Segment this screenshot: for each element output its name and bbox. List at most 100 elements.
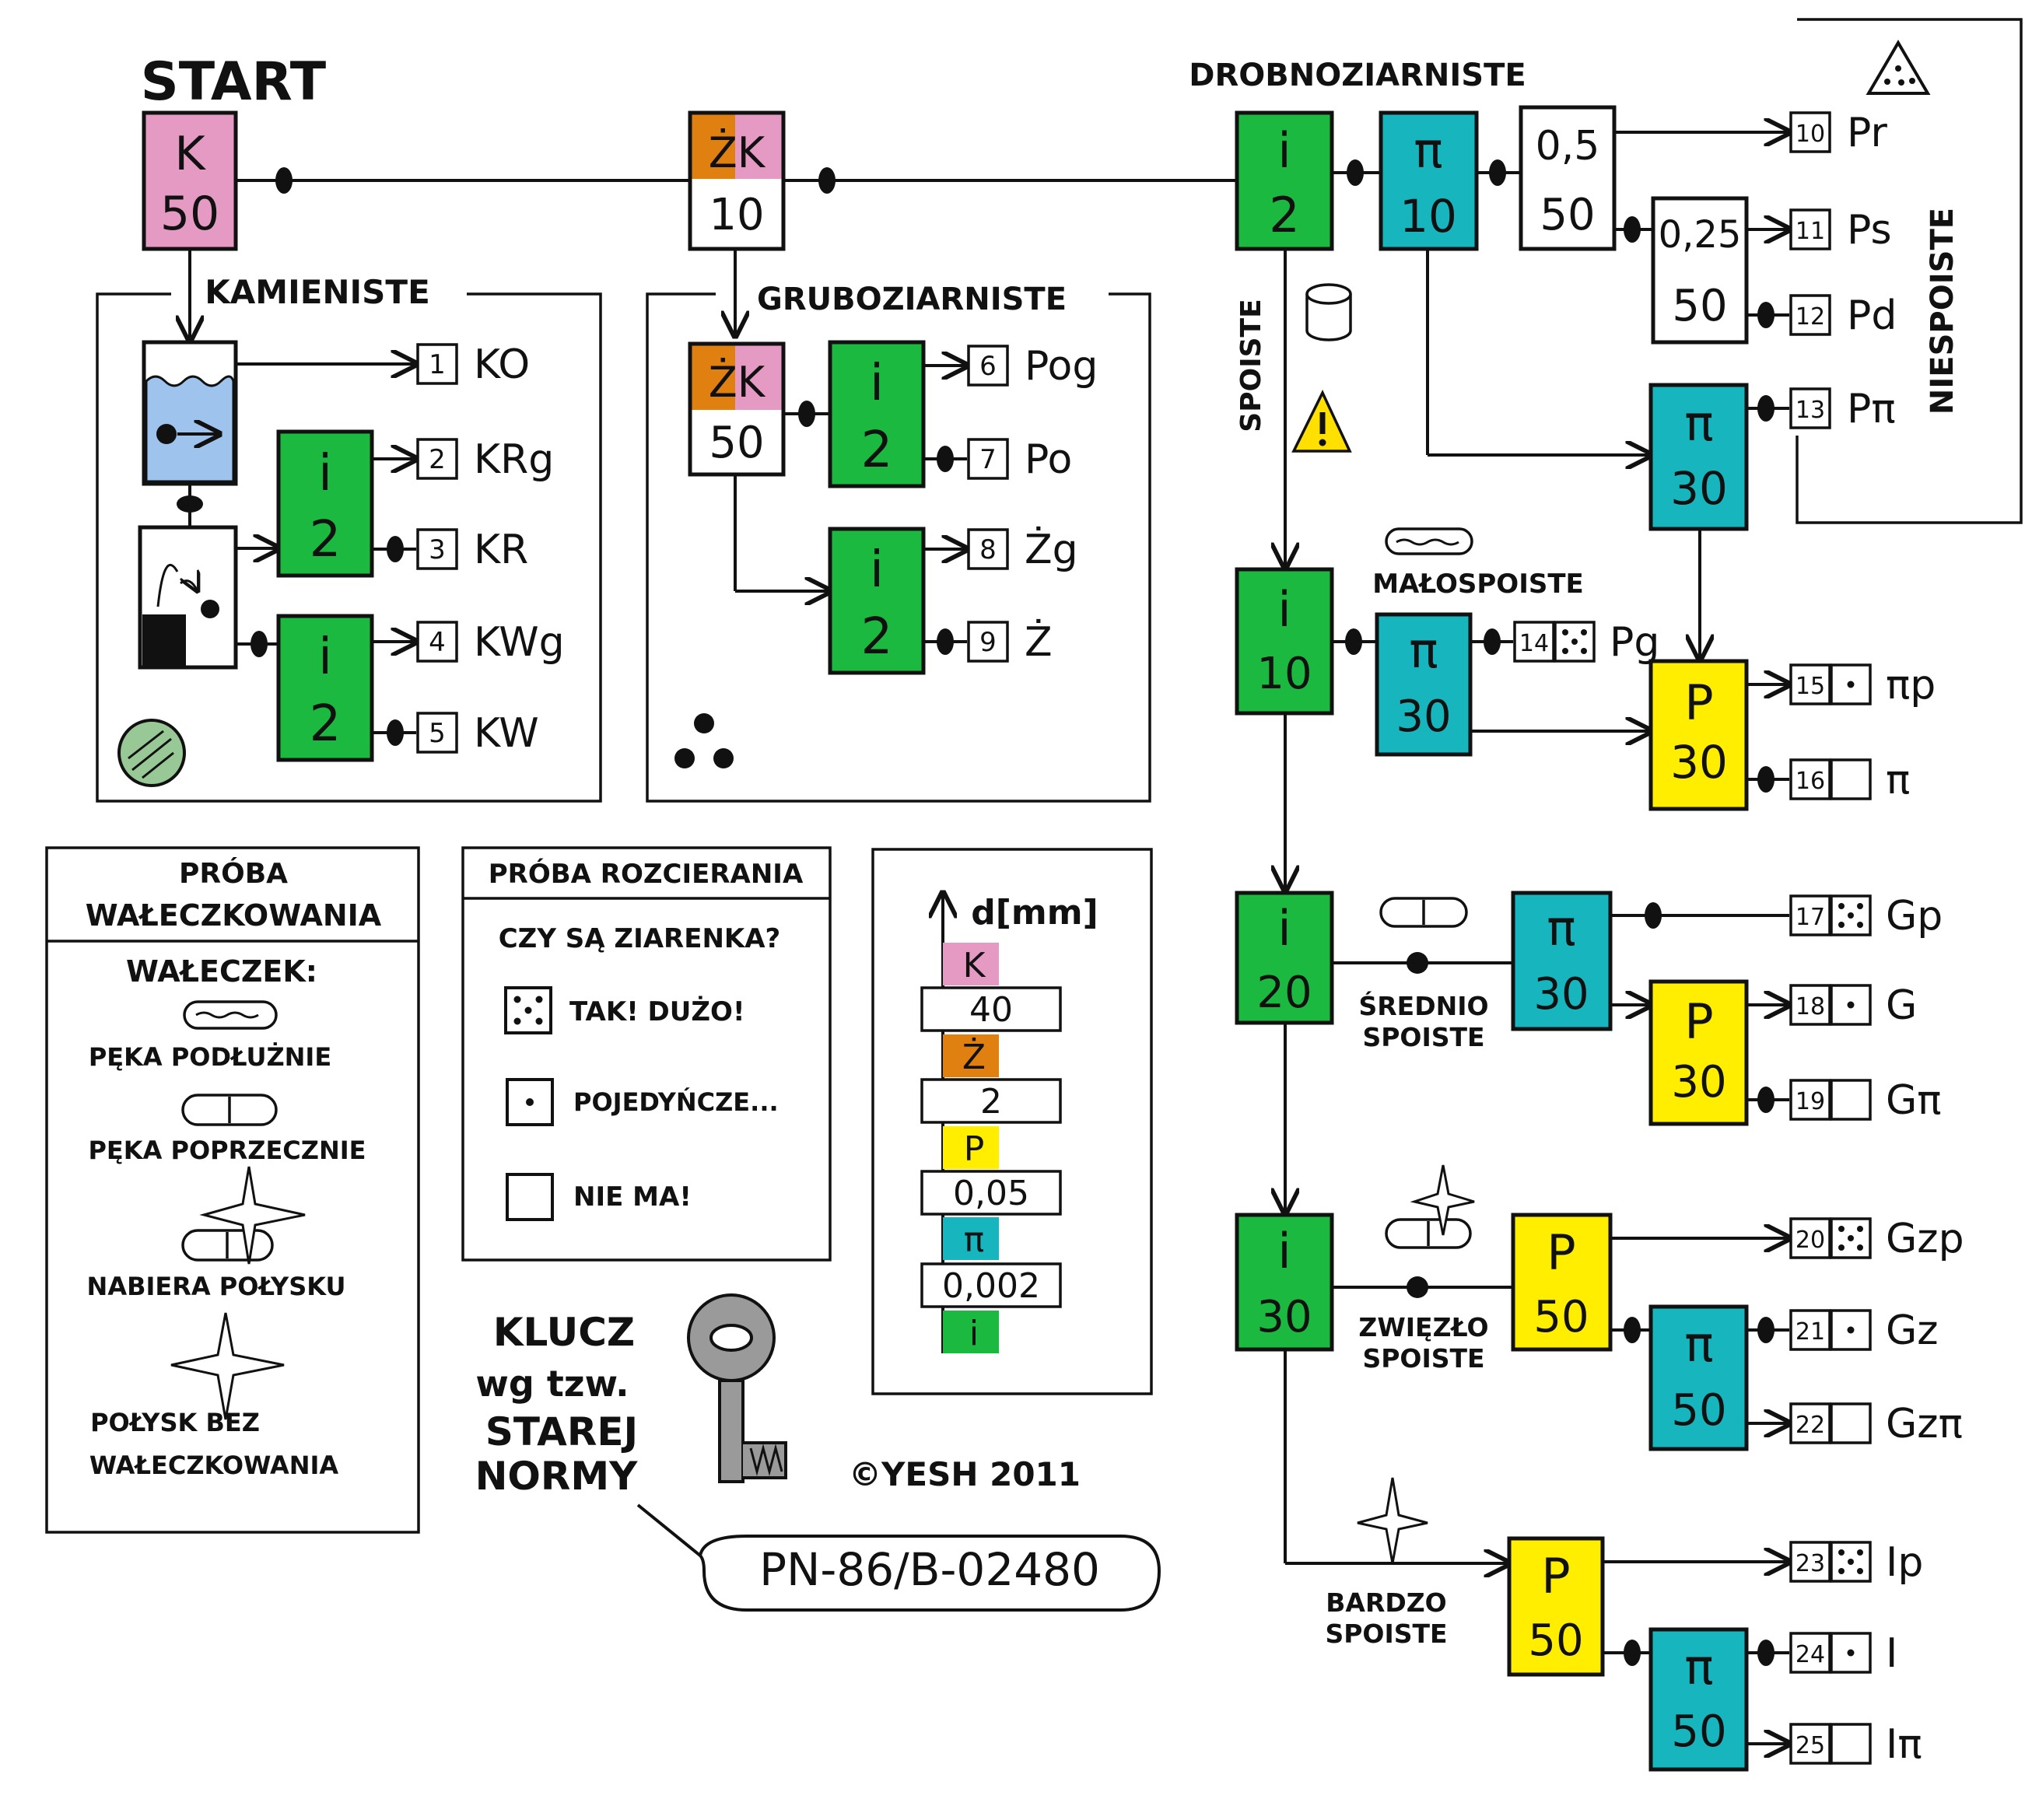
zk50-letter: ŻK [709, 358, 766, 407]
pi50a-bg [1648, 1304, 1749, 1451]
grain-dot [1562, 629, 1568, 635]
pi50a-letter: π [1684, 1316, 1713, 1373]
norm-speech-bubble: PN-86/B-02480 [636, 1503, 1161, 1612]
i30-number: 30 [1256, 1292, 1312, 1342]
i2a-box: i 2 [276, 429, 374, 578]
start-box-letter: K [174, 127, 206, 181]
pi30c-letter: π [1547, 900, 1575, 957]
i10-letter: i [1277, 581, 1291, 638]
key-line4: NORMY [475, 1454, 639, 1499]
scale-threshold-value: 40 [969, 990, 1013, 1030]
start-title: START [141, 51, 327, 113]
output-number-box [1789, 1217, 1831, 1259]
output-label: Żg [1025, 526, 1078, 573]
output-number-box [1513, 621, 1555, 663]
grain-dot [1857, 1244, 1863, 1251]
output-number-box [1789, 1402, 1831, 1444]
warning-icon [1291, 389, 1352, 453]
output-label: Iπ [1886, 1721, 1922, 1768]
scale-band-letter: i [969, 1314, 979, 1353]
p50a-bg [1511, 1213, 1613, 1352]
legend-roll-transverse-icon [181, 1094, 278, 1126]
branch-dot [1757, 766, 1774, 793]
grain-dot [1857, 1568, 1863, 1574]
grain-dot [1848, 912, 1854, 919]
pi30b-bg [1375, 612, 1473, 757]
norm-code: PN-86/B-02480 [759, 1543, 1100, 1596]
pebble-icon [117, 719, 186, 787]
zk50-number: 50 [709, 418, 764, 468]
gruboziarniste-frame [646, 292, 1151, 803]
output-number: 21 [1796, 1318, 1825, 1346]
section-niespoiste: NIESPOISTE [1925, 208, 1960, 415]
pi30c-number: 30 [1533, 969, 1589, 1020]
output-label: Ż [1025, 618, 1053, 666]
i2c-box: i 2 [828, 340, 926, 488]
section-gruboziarniste: GRUBOZIARNISTE [757, 282, 1067, 317]
section-kamieniste: KAMIENISTE [205, 273, 430, 311]
pi30b-box: π 30 [1375, 612, 1473, 757]
i2a-number: 2 [310, 511, 342, 569]
p50a-number: 50 [1533, 1292, 1589, 1342]
output-number: 22 [1796, 1412, 1825, 1439]
legend-roll-longitudinal-icon [183, 1000, 278, 1030]
rolling-item-transverse: PĘKA POPRZECZNIE [88, 1136, 366, 1165]
output-number-box [967, 438, 1009, 480]
section-malospoiste: MAŁOSPOISTE [1372, 569, 1584, 600]
rolling-item-shine-line2: WAŁECZKOWANIA [89, 1451, 339, 1480]
pi30c-box: π 30 [1511, 891, 1613, 1031]
pi30b-number: 30 [1396, 691, 1451, 742]
output-number: 20 [1796, 1227, 1825, 1254]
pi50a-number: 50 [1671, 1385, 1726, 1436]
p30a-box: P 30 [1648, 659, 1749, 811]
key-line1: KLUCZ [493, 1310, 635, 1355]
output-number-box [1789, 758, 1831, 800]
output-number: 25 [1796, 1732, 1825, 1759]
scale-band-letter: P [964, 1129, 985, 1169]
rolling-test-frame [45, 846, 420, 1534]
scale-axis-label: d[mm] [971, 893, 1098, 933]
pi10-box: π 10 [1379, 110, 1479, 251]
grain-dot [1581, 629, 1587, 635]
zk50-box: ŻK 50 [688, 341, 786, 477]
section-drobnoziarniste: DROBNOZIARNISTE [1189, 58, 1526, 93]
niespoiste-frame [1796, 18, 2023, 524]
output-label: I [1886, 1630, 1897, 1677]
i20-bg [1235, 891, 1334, 1025]
output-number: 19 [1796, 1088, 1825, 1115]
p50b-number: 50 [1528, 1615, 1583, 1666]
grain-dot [1838, 903, 1845, 909]
zk10-outline [688, 110, 786, 251]
i2e-box: i 2 [1235, 110, 1334, 251]
branch-dot [387, 536, 404, 562]
rubbing-test-frame [461, 846, 832, 1262]
branch-dot [1757, 1087, 1774, 1113]
output-label: G [1886, 982, 1917, 1029]
i2d-letter: i [870, 541, 884, 599]
branch-dot [937, 628, 954, 655]
output-number-box [1789, 1309, 1831, 1351]
output-number-box [1789, 387, 1831, 429]
pi50b-number: 50 [1671, 1706, 1726, 1757]
output-number: 9 [979, 627, 997, 658]
grain-dot [1857, 922, 1863, 928]
rubbing-item-single: POJEDYŃCZE... [573, 1087, 779, 1117]
grain-dot [1838, 1226, 1845, 1232]
i20-letter: i [1277, 900, 1291, 957]
output-number-box [1789, 984, 1831, 1026]
grain-dot [1847, 1326, 1855, 1334]
rolling-test-legend: PRÓBA WAŁECZKOWANIA WAŁECZEK: PĘKA PODŁU… [86, 857, 382, 1480]
p30b-letter: P [1684, 993, 1713, 1050]
sieve-fall-icon [138, 525, 238, 670]
p50b-box: P 50 [1507, 1536, 1605, 1677]
